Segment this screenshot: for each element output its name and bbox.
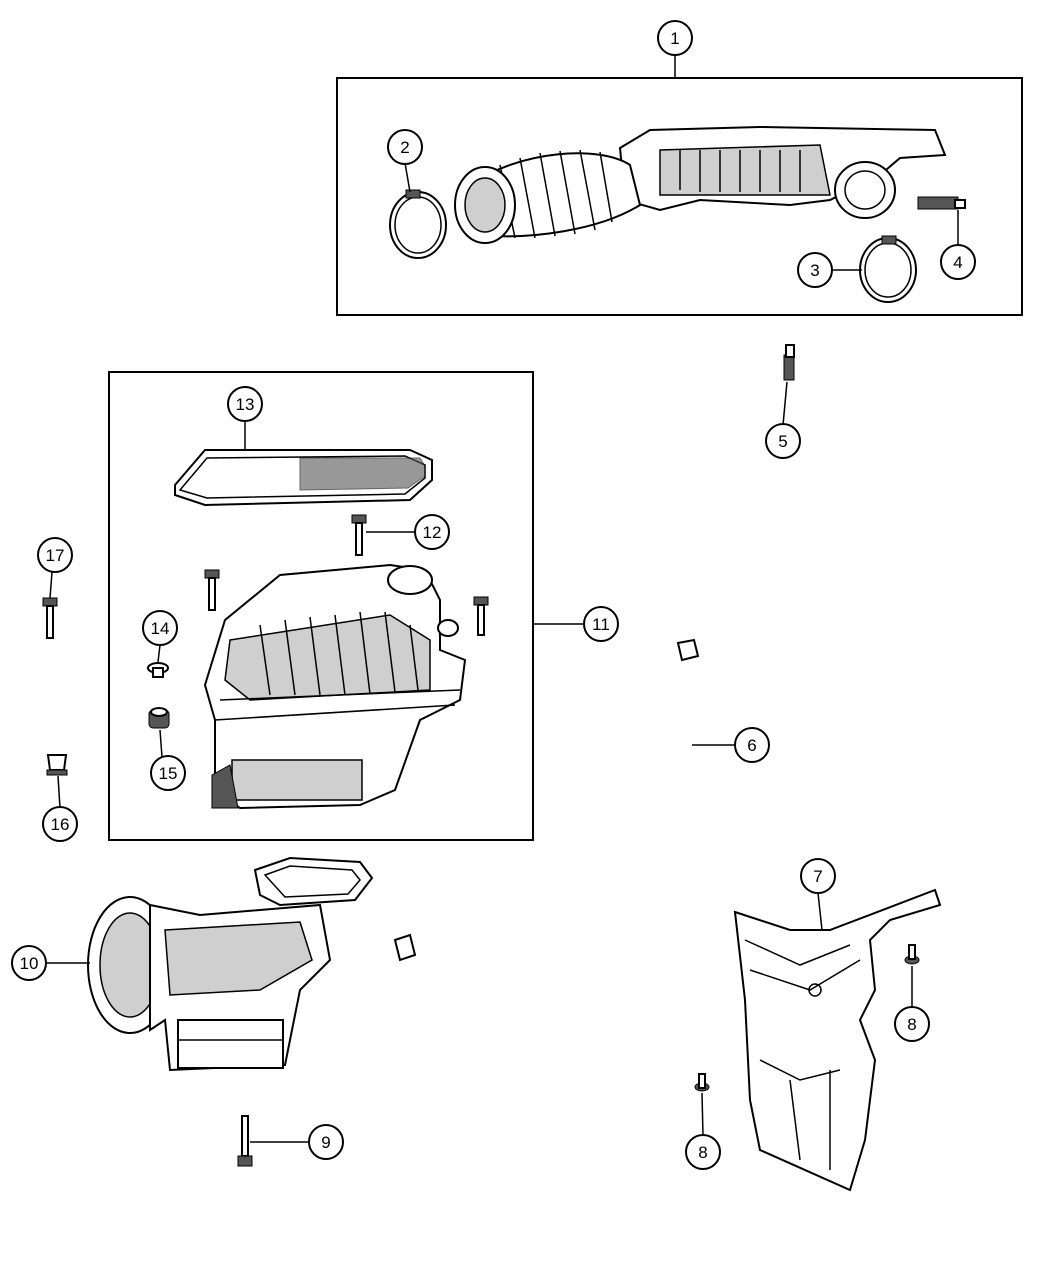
bolt-right [473, 596, 489, 636]
callout-3-label: 3 [810, 261, 819, 280]
callout-14-label: 14 [151, 619, 170, 638]
callout-16-label: 16 [51, 815, 70, 834]
callout-13: 13 [227, 386, 263, 422]
callout-11-label: 11 [592, 615, 610, 634]
grommet-14 [147, 662, 169, 678]
bolt-left [204, 569, 220, 611]
callout-8-right-label: 8 [907, 1015, 916, 1034]
callout-15: 15 [150, 755, 186, 791]
callout-13-label: 13 [236, 395, 255, 414]
heat-shield-7 [733, 888, 942, 1192]
leader-16 [57, 775, 61, 809]
callout-10-label: 10 [20, 954, 39, 973]
bolt-17 [42, 597, 58, 639]
callout-8-right: 8 [894, 1006, 930, 1042]
callout-9: 9 [308, 1124, 344, 1160]
vent-hose-6 [393, 638, 700, 962]
nut-16 [46, 754, 68, 776]
air-cleaner-housing [203, 563, 467, 810]
push-pin-8-right [904, 944, 920, 965]
callout-2-label: 2 [400, 138, 409, 157]
leader-2 [404, 162, 411, 193]
air-cleaner-group-frame [108, 371, 534, 841]
callout-9-label: 9 [321, 1133, 330, 1152]
leader-5 [782, 381, 788, 426]
callout-3: 3 [797, 252, 833, 288]
callout-6-label: 6 [747, 736, 756, 755]
callout-16: 16 [42, 806, 78, 842]
leader-14 [157, 644, 161, 663]
leader-15 [159, 729, 163, 758]
sensor-4 [917, 196, 966, 210]
callout-1-label: 1 [670, 29, 679, 48]
air-inlet-duct [454, 125, 947, 244]
leader-17 [49, 571, 53, 599]
air-filter-element [174, 449, 433, 507]
callout-6: 6 [734, 727, 770, 763]
callout-8-left-label: 8 [698, 1143, 707, 1162]
callout-4: 4 [940, 244, 976, 280]
callout-14: 14 [142, 610, 178, 646]
callout-17-label: 17 [46, 546, 65, 565]
push-pin-8-left [694, 1073, 710, 1092]
callout-17: 17 [37, 537, 73, 573]
hose-clamp-3 [859, 235, 917, 303]
callout-5-label: 5 [778, 432, 787, 451]
callout-7-label: 7 [813, 867, 822, 886]
callout-7: 7 [800, 858, 836, 894]
callout-1: 1 [657, 20, 693, 56]
bolt-9 [237, 1115, 253, 1167]
callout-12: 12 [414, 514, 450, 550]
leader-7 [817, 892, 823, 931]
callout-5: 5 [765, 423, 801, 459]
air-inlet-resonator-10 [87, 856, 374, 1072]
callout-8-left: 8 [685, 1134, 721, 1170]
sensor-5 [783, 344, 795, 381]
leader-8-left [701, 1092, 704, 1137]
callout-12-label: 12 [423, 523, 442, 542]
callout-2: 2 [387, 129, 423, 165]
callout-11: 11 [583, 606, 619, 642]
callout-15-label: 15 [159, 764, 178, 783]
callout-10: 10 [11, 945, 47, 981]
bolt-12 [351, 514, 367, 556]
hose-clamp-2 [389, 189, 447, 259]
inlet-duct-group-frame [336, 77, 1023, 316]
callout-4-label: 4 [953, 253, 962, 272]
grommet-15 [148, 707, 170, 729]
